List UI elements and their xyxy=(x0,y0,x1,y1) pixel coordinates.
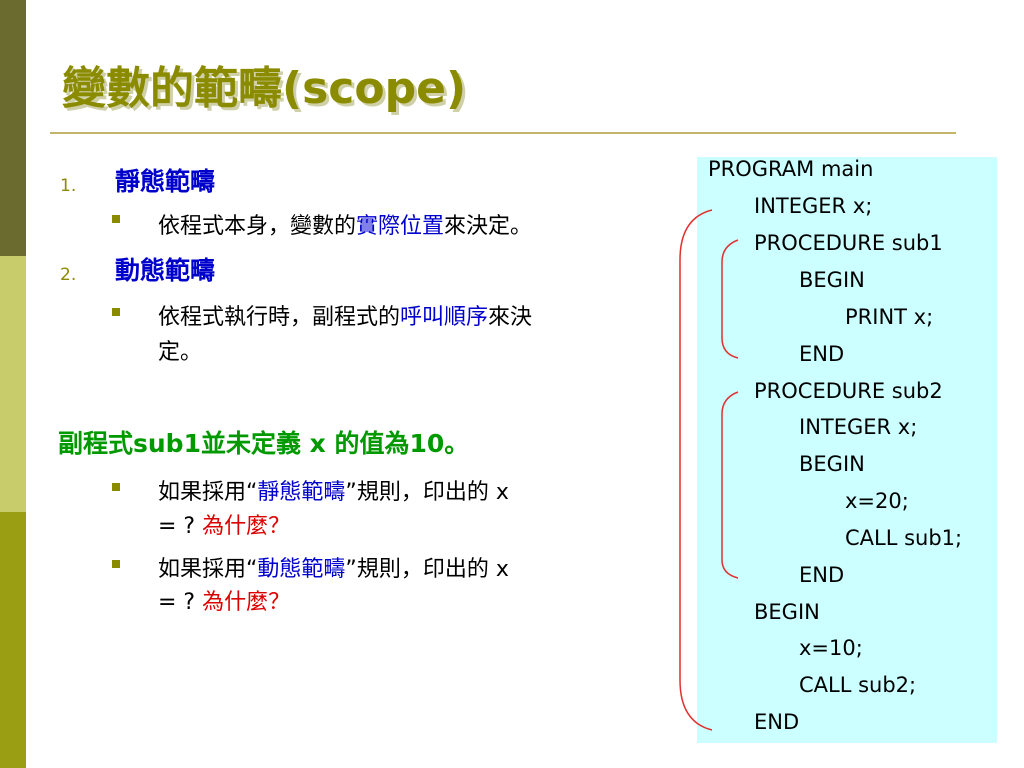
q2-answer-prompt: = ? xyxy=(158,590,203,615)
bullet-icon xyxy=(112,308,120,316)
question-dynamic: 如果採用“動態範疇”規則，印出的 x xyxy=(158,551,509,583)
dynamic-scope-desc: 依程式執行時，副程式的呼叫順序來決 xyxy=(158,299,532,331)
q2-pre: 如果採用“ xyxy=(158,557,258,582)
question-static-line2: = ? 為什麼？ xyxy=(158,508,290,540)
code-line: CALL sub1; xyxy=(845,526,963,550)
sidebar-band-bottom xyxy=(0,512,26,768)
bullet-icon xyxy=(112,483,120,491)
code-line: x=10; xyxy=(799,636,863,660)
code-line: PROCEDURE sub1 xyxy=(754,231,943,255)
bullet-icon xyxy=(112,215,120,223)
main-scope-bracket xyxy=(679,209,713,731)
dynamic-desc-line2: 定。 xyxy=(158,340,203,365)
code-line: END xyxy=(799,342,845,366)
code-line: INTEGER x; xyxy=(754,194,873,218)
code-line: BEGIN xyxy=(799,452,865,476)
q1-highlight: 靜態範疇 xyxy=(257,480,346,505)
code-line: INTEGER x; xyxy=(799,415,918,439)
static-desc-post: 來決定。 xyxy=(444,214,533,239)
code-line: CALL sub2; xyxy=(799,673,917,697)
code-line: PROGRAM main xyxy=(708,157,874,181)
sidebar-band-middle xyxy=(0,256,26,512)
q2-why: 為什麼？ xyxy=(202,590,291,615)
code-line: x=20; xyxy=(845,489,909,513)
slide-title: 變數的範疇(scope) xyxy=(62,63,467,114)
question-dynamic-line2: = ? 為什麼？ xyxy=(158,584,290,616)
q1-pre: 如果採用“ xyxy=(158,480,258,505)
static-desc-highlight: 實際位置 xyxy=(356,214,445,239)
code-line: END xyxy=(754,710,800,734)
q1-why: 為什麼？ xyxy=(202,514,291,539)
code-line: BEGIN xyxy=(799,268,865,292)
title-divider xyxy=(50,132,956,134)
question-static: 如果採用“靜態範疇”規則，印出的 x xyxy=(158,474,509,506)
static-scope-desc: 依程式本身，變數的實際位置來決定。 xyxy=(158,208,532,240)
q1-post: ”規則，印出的 x xyxy=(345,480,509,505)
q1-answer-prompt: = ? xyxy=(158,514,203,539)
summary-note: 副程式sub1並未定義 x 的值為10。 xyxy=(58,429,470,458)
q2-post: ”規則，印出的 x xyxy=(345,557,509,582)
static-desc-pre: 依程式本身，變數的 xyxy=(158,214,357,239)
dynamic-desc-post: 來決 xyxy=(488,305,533,330)
bullet-icon xyxy=(112,560,120,568)
code-line: END xyxy=(799,563,845,587)
sub1-scope-bracket xyxy=(721,239,739,359)
code-line: PROCEDURE sub2 xyxy=(754,379,943,403)
code-line: PRINT x; xyxy=(845,305,934,329)
dynamic-desc-pre: 依程式執行時，副程式的 xyxy=(158,305,401,330)
sidebar-band-top xyxy=(0,0,26,256)
heading-static-scope: 靜態範疇 xyxy=(115,167,216,196)
code-line: BEGIN xyxy=(754,600,820,624)
dynamic-desc-highlight: 呼叫順序 xyxy=(400,305,489,330)
heading-dynamic-scope: 動態範疇 xyxy=(115,256,216,285)
sub2-scope-bracket xyxy=(721,391,739,579)
list-number-2: 2. xyxy=(60,265,77,285)
list-number-1: 1. xyxy=(60,176,77,196)
q2-highlight: 動態範疇 xyxy=(257,557,346,582)
code-listing xyxy=(697,157,997,743)
